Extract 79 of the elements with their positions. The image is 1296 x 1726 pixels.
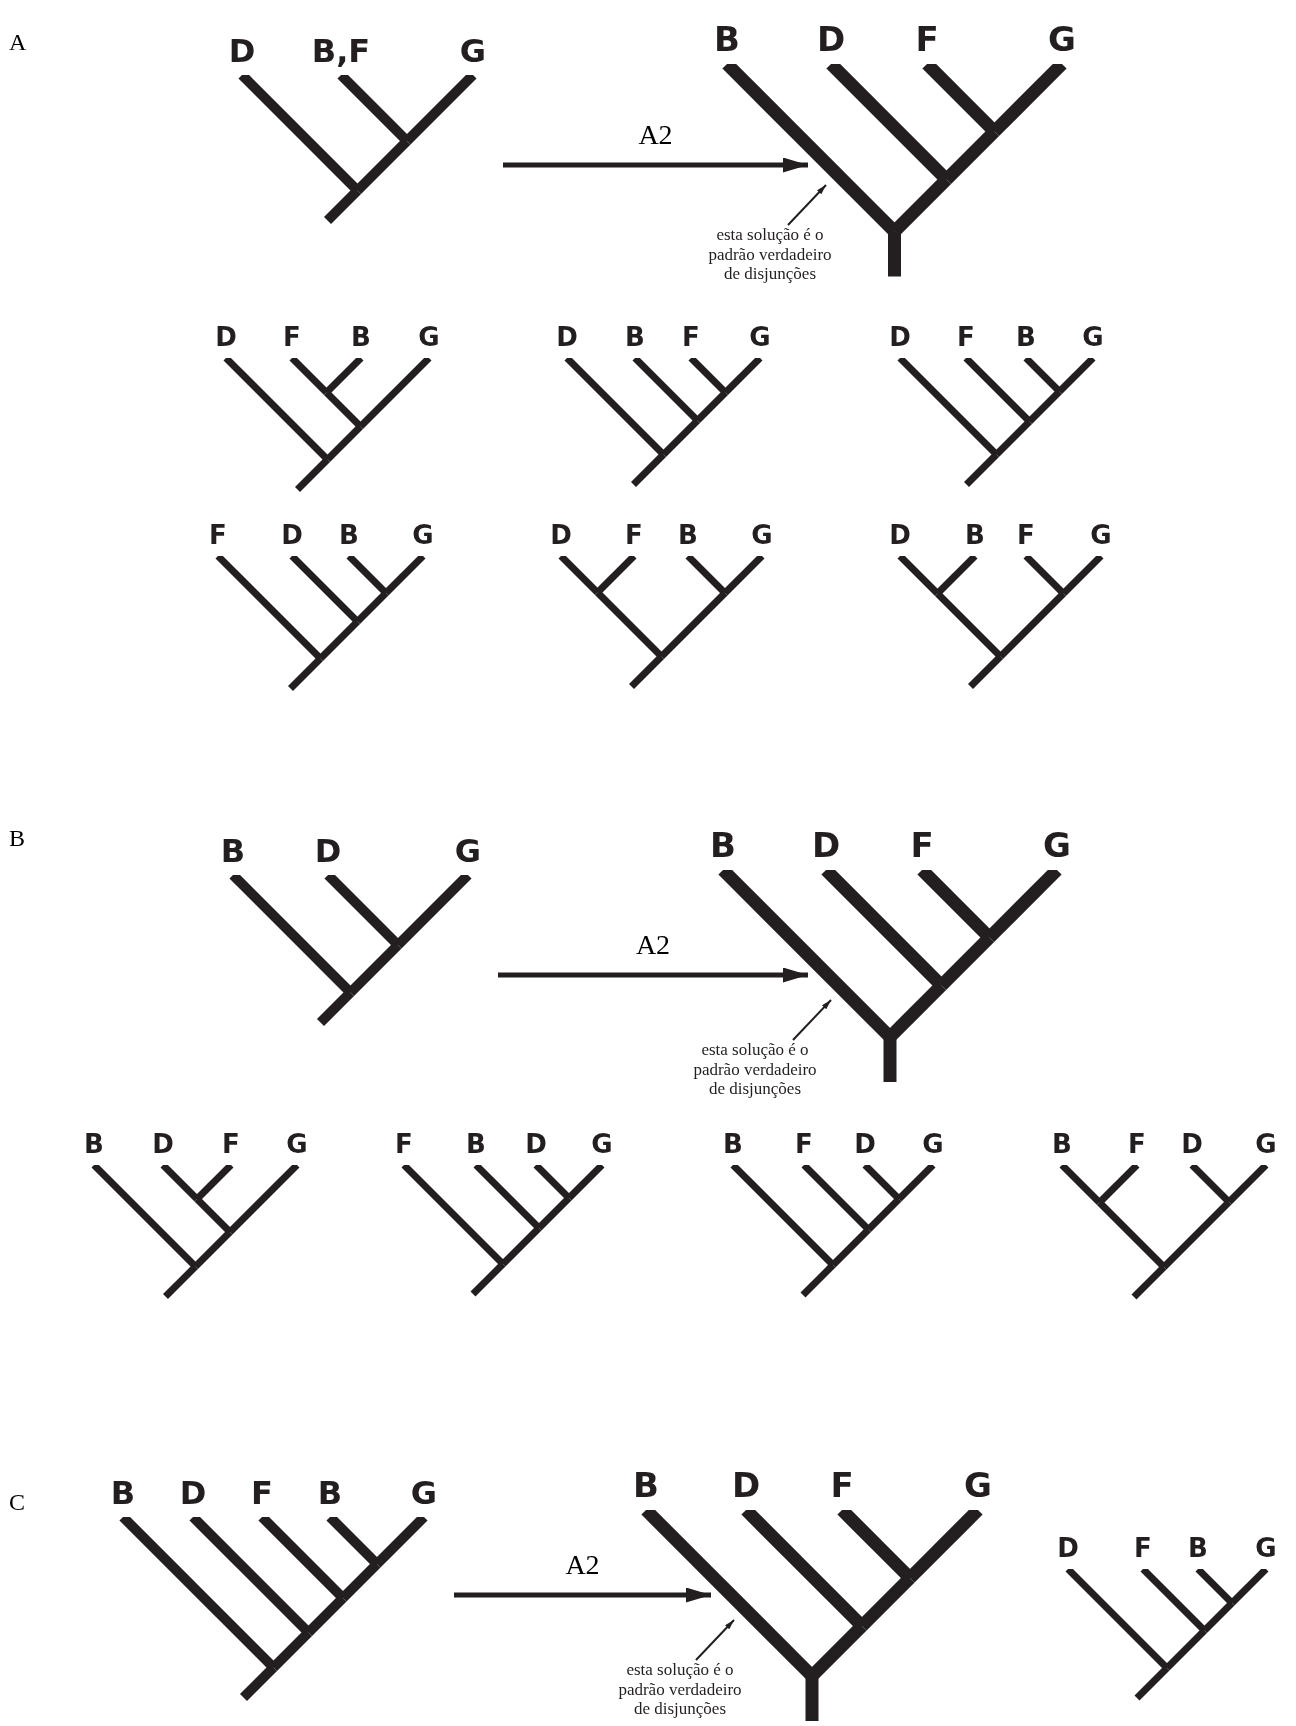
taxon-label: D	[811, 828, 841, 862]
taxon-label: B	[1016, 324, 1036, 350]
taxon-label: F	[957, 324, 975, 350]
annotation-text: esta solução é o padrão verdadeiro de disjunções	[684, 1040, 826, 1099]
taxon-label: F	[1128, 1131, 1146, 1157]
taxon-label: G	[454, 835, 482, 867]
taxon-label: B	[714, 22, 740, 56]
taxon-label: G	[922, 1131, 944, 1157]
panel-label: A	[9, 30, 27, 54]
arrow	[503, 157, 808, 173]
taxon-label: D	[314, 835, 342, 867]
taxon-label: B	[723, 1131, 743, 1157]
taxon-label: F	[682, 324, 700, 350]
taxon-label: D	[228, 35, 256, 67]
taxon-label: D	[889, 522, 911, 548]
taxon-label: G	[459, 35, 487, 67]
taxon-label: B	[710, 828, 736, 862]
taxon-label: B	[965, 522, 985, 548]
arrow	[792, 999, 832, 1041]
taxon-label: B	[110, 1477, 136, 1509]
taxon-label: F	[283, 324, 301, 350]
annotation-text: esta solução é o padrão verdadeiro de disjunções	[699, 225, 841, 284]
taxon-label: F	[395, 1131, 413, 1157]
taxon-label: G	[749, 324, 771, 350]
taxon-label: D	[1057, 1535, 1079, 1561]
taxon-label: G	[410, 1477, 438, 1509]
taxon-label: G	[1043, 828, 1071, 862]
taxon-label: D	[281, 522, 303, 548]
taxon-label: G	[1048, 22, 1076, 56]
taxon-label: F	[910, 828, 934, 862]
taxon-label: D	[889, 324, 911, 350]
arrow	[695, 1619, 735, 1661]
panel-label: B	[9, 826, 25, 850]
taxon-label: F	[1134, 1535, 1152, 1561]
arrow	[498, 967, 808, 983]
taxon-label: G	[1255, 1535, 1277, 1561]
taxon-label: F	[625, 522, 643, 548]
taxon-label: G	[1255, 1131, 1277, 1157]
panel-label: C	[9, 1490, 25, 1514]
taxon-label: G	[286, 1131, 308, 1157]
taxon-label: G	[964, 1468, 992, 1502]
arrow	[787, 184, 827, 226]
taxon-label: F	[915, 22, 939, 56]
taxon-label: B	[1052, 1131, 1072, 1157]
taxon-label: D	[556, 324, 578, 350]
taxon-label: B	[84, 1131, 104, 1157]
taxon-label: B	[678, 522, 698, 548]
taxon-label: G	[1082, 324, 1104, 350]
taxon-label: F	[830, 1468, 854, 1502]
taxon-label: B	[466, 1131, 486, 1157]
taxon-label: D	[215, 324, 237, 350]
taxon-label: D	[731, 1468, 761, 1502]
taxon-label: D	[550, 522, 572, 548]
taxon-label: F	[795, 1131, 813, 1157]
arrow	[454, 1587, 711, 1603]
annotation-text: esta solução é o padrão verdadeiro de disjunções	[609, 1660, 751, 1719]
taxon-label: D	[1181, 1131, 1203, 1157]
taxon-label: G	[591, 1131, 613, 1157]
taxon-label: B	[1188, 1535, 1208, 1561]
taxon-label: F	[251, 1477, 273, 1509]
taxon-label: G	[418, 324, 440, 350]
taxon-label: B	[317, 1477, 343, 1509]
taxon-label: D	[525, 1131, 547, 1157]
taxon-label: F	[1017, 522, 1035, 548]
taxon-label: B	[339, 522, 359, 548]
taxon-label: B	[625, 324, 645, 350]
taxon-label: D	[179, 1477, 207, 1509]
taxon-label: F	[209, 522, 227, 548]
taxon-label: B	[351, 324, 371, 350]
taxon-label: D	[152, 1131, 174, 1157]
taxon-label: B	[633, 1468, 659, 1502]
taxon-label: B	[220, 835, 246, 867]
taxon-label: D	[854, 1131, 876, 1157]
taxon-label: F	[222, 1131, 240, 1157]
taxon-label: B,F	[311, 35, 371, 67]
taxon-label: D	[816, 22, 846, 56]
taxon-label: G	[751, 522, 773, 548]
taxon-label: G	[412, 522, 434, 548]
taxon-label: G	[1090, 522, 1112, 548]
